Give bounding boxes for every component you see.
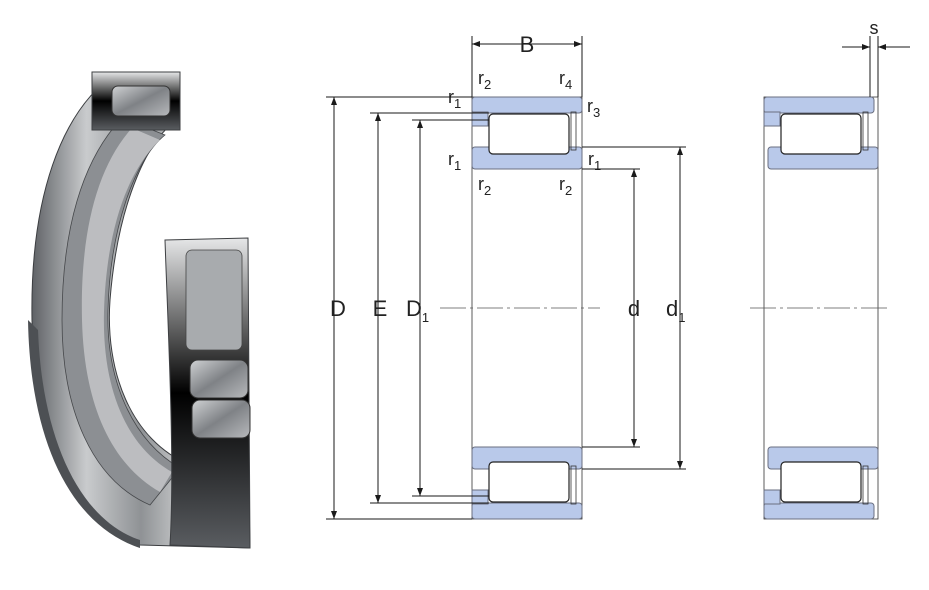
side-bottom-rib xyxy=(763,489,781,505)
bottom-roller-section xyxy=(488,461,570,503)
top-roller-section xyxy=(488,113,570,155)
side-top-roller xyxy=(780,113,862,155)
b-arrow-right xyxy=(574,41,582,47)
e-arrow-top xyxy=(375,113,381,121)
side-top-snap xyxy=(862,111,869,151)
label-r2-bottom-left: r2 xyxy=(478,174,491,198)
label-r1-left: r1 xyxy=(448,149,461,173)
side-top-rib xyxy=(763,111,781,127)
section-drawing-side: s xyxy=(750,18,910,520)
top-outer-ring xyxy=(471,96,583,114)
d1-outer-arrow-bottom xyxy=(417,488,423,496)
d-outer-arrow-top xyxy=(331,97,337,105)
label-s: s xyxy=(870,18,879,38)
b-arrow-left xyxy=(472,41,480,47)
label-r2-bottom-right: r2 xyxy=(559,174,572,198)
side-bottom-outer-ring xyxy=(763,502,875,520)
section-drawing-main: B r2 r4 r1 r3 r1 r1 r2 r2 D E D1 xyxy=(326,32,686,520)
label-r1-right: r1 xyxy=(588,149,601,173)
label-r2-top-left: r2 xyxy=(478,68,491,92)
label-b: B xyxy=(520,32,535,57)
label-d1: d1 xyxy=(666,296,685,325)
label-e: E xyxy=(373,296,388,321)
bottom-snap-ring xyxy=(570,465,577,505)
side-bottom-roller xyxy=(780,461,862,503)
lower-roller-3 xyxy=(185,249,243,351)
label-r3: r3 xyxy=(587,96,600,120)
lower-roller-2 xyxy=(191,399,251,439)
label-r1-top: r1 xyxy=(448,87,461,111)
top-snap-ring xyxy=(570,111,577,151)
bearing-3d-illustration xyxy=(28,71,251,549)
d1-arrow-bottom xyxy=(677,461,683,469)
outer-edge-band xyxy=(28,320,140,548)
label-r4: r4 xyxy=(559,68,572,92)
d-outer-arrow-bottom xyxy=(331,511,337,519)
d-bore-arrow-bottom xyxy=(631,439,637,447)
label-d-bore: d xyxy=(628,296,640,321)
label-d1-outer: D1 xyxy=(406,296,429,325)
label-d-outer: D xyxy=(330,296,346,321)
s-arrow-left xyxy=(862,44,870,50)
inner-race-highlight xyxy=(81,128,172,492)
s-arrow-right xyxy=(878,44,886,50)
d-bore-arrow-top xyxy=(631,169,637,177)
top-rib-left xyxy=(471,111,489,127)
bottom-rib-left xyxy=(471,489,489,505)
d1-arrow-top xyxy=(677,147,683,155)
top-roller xyxy=(111,85,171,117)
d1-outer-arrow-top xyxy=(417,120,423,128)
side-top-outer-ring xyxy=(763,96,875,114)
e-arrow-bottom xyxy=(375,495,381,503)
side-bottom-snap xyxy=(862,465,869,505)
lower-roller-1 xyxy=(189,359,249,399)
bottom-outer-ring xyxy=(471,502,583,520)
